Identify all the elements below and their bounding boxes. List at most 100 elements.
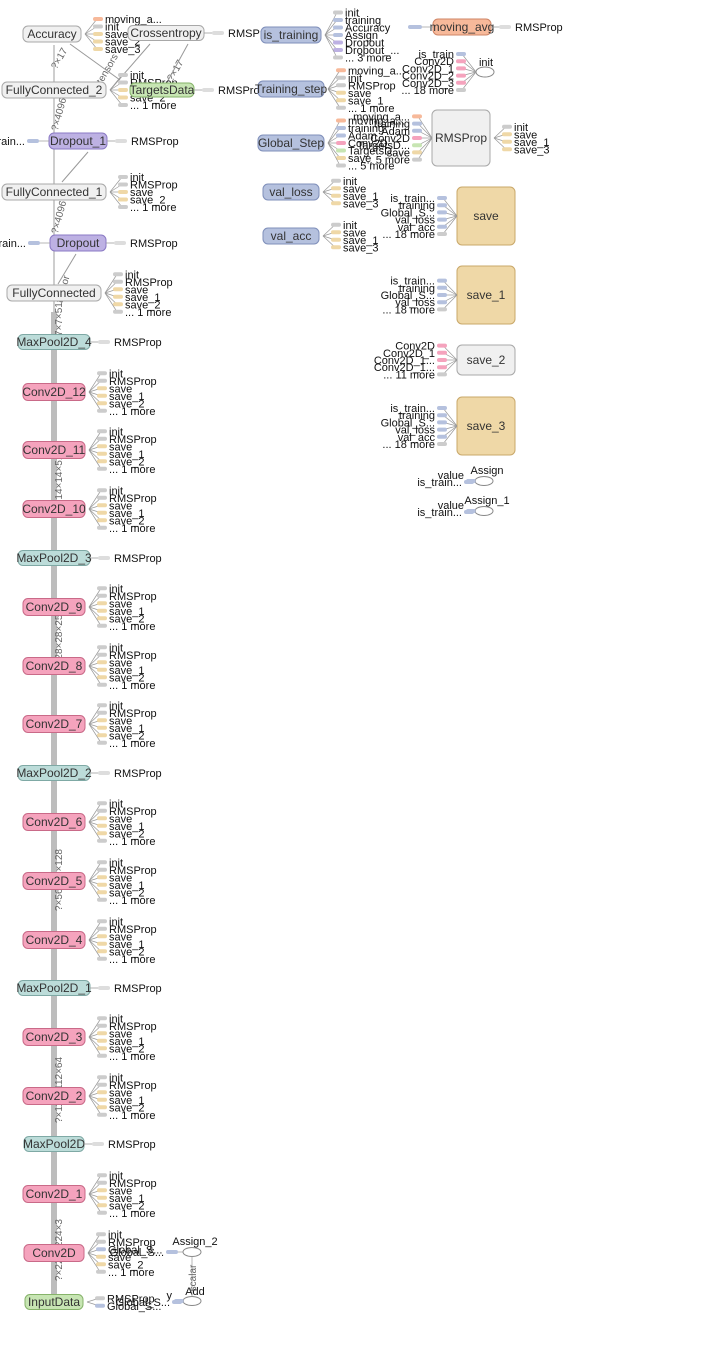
node-val-loss[interactable]: val_loss <box>262 183 320 201</box>
node-maxpool2d-4[interactable]: MaxPool2D_4 <box>16 334 92 350</box>
node-conv2d-6[interactable]: Conv2D_6 <box>22 813 86 831</box>
node-conv2d-1[interactable]: Conv2D_1 <box>22 1185 86 1203</box>
node-global-step-box[interactable] <box>257 134 325 152</box>
node-dropout-1-in-chip <box>27 139 39 143</box>
node-conv2d-5[interactable]: Conv2D_5 <box>22 872 86 890</box>
node-conv2d-12[interactable]: Conv2D_12 <box>22 383 86 401</box>
node-fullyconnected[interactable]: FullyConnected <box>6 284 102 302</box>
node-save-3-in-label-3: val_loss <box>395 425 435 437</box>
node-conv2d-10-box[interactable] <box>22 500 86 518</box>
node-conv2d-11-box[interactable] <box>22 441 86 459</box>
node-conv2d-10[interactable]: Conv2D_10 <box>22 500 86 518</box>
node-rmsprop-fan-label-0: init <box>514 122 528 134</box>
node-conv2d-4-box[interactable] <box>22 931 86 949</box>
node-assign-1[interactable] <box>474 506 494 516</box>
node-is-training-fan-chip-1 <box>333 18 343 22</box>
node-crossentropy[interactable]: Crossentropy <box>127 25 205 41</box>
node-fullyconnected-2[interactable]: FullyConnected_2 <box>1 81 107 99</box>
init-node-in-label-3: Conv2D_2 <box>402 71 454 83</box>
node-fullyconnected-1[interactable]: FullyConnected_1 <box>1 183 107 201</box>
node-conv2d-1-label: Conv2D_1 <box>26 1187 83 1201</box>
node-is-training[interactable]: is_training <box>260 26 322 44</box>
node-conv2d-1-fan-chip-0 <box>97 1173 107 1178</box>
node-fullyconnected-1-fan-label-3: save_2 <box>130 195 165 207</box>
node-fullyconnected-1-fan-line-4 <box>109 191 123 208</box>
node-conv2d-9-fan-label-5: ... 1 more <box>109 621 155 633</box>
node-val-acc-box[interactable] <box>262 227 320 245</box>
node-conv2d-7-fan-label-1: RMSProp <box>109 708 157 720</box>
node-conv2d-9-box[interactable] <box>22 598 86 616</box>
node-conv2d-4[interactable]: Conv2D_4 <box>22 931 86 949</box>
node-conv2d-box[interactable] <box>23 1244 85 1262</box>
edge-shape-label-0: ?×17 <box>49 46 70 71</box>
node-conv2d-5-label: Conv2D_5 <box>26 874 83 888</box>
node-assign[interactable] <box>474 476 494 486</box>
node-conv2d-7-box[interactable] <box>22 715 86 733</box>
node-conv2d-11-fan-label-4: save_2 <box>109 456 144 468</box>
node-is-training-box[interactable] <box>260 26 322 44</box>
node-training-step[interactable]: Training_step <box>255 80 328 98</box>
node-maxpool2d-1[interactable]: MaxPool2D_1 <box>16 980 92 996</box>
node-conv2d-11[interactable]: Conv2D_11 <box>22 441 86 459</box>
node-fullyconnected-box[interactable] <box>6 284 102 302</box>
node-conv2d-3-box[interactable] <box>22 1028 86 1046</box>
node-dropout-in-chip <box>28 241 40 245</box>
node-assign-2[interactable] <box>182 1247 202 1257</box>
node-conv2d-fan-label-1: RMSProp <box>108 1237 156 1249</box>
node-maxpool2d[interactable]: MaxPool2D <box>23 1136 85 1152</box>
node-conv2d[interactable]: Conv2D <box>23 1244 85 1262</box>
node-rmsprop-fan-chip-3 <box>502 147 512 152</box>
node-val-loss-fan-chip-2 <box>331 193 341 198</box>
node-conv2d-3-fan-chip-4 <box>97 1046 107 1051</box>
node-conv2d-12-box[interactable] <box>22 383 86 401</box>
node-training-step-box[interactable] <box>257 80 325 98</box>
node-conv2d-8[interactable]: Conv2D_8 <box>22 657 86 675</box>
node-rmsprop-in-label-5: save <box>387 147 410 159</box>
node-conv2d-4-fan-line-0 <box>88 921 102 941</box>
node-conv2d-3[interactable]: Conv2D_3 <box>22 1028 86 1046</box>
node-conv2d-2[interactable]: Conv2D_2 <box>22 1087 86 1105</box>
init-node-in-label-0: is_train <box>419 49 454 61</box>
node-maxpool2d-3[interactable]: MaxPool2D_3 <box>16 550 92 566</box>
node-inputdata[interactable]: InputData <box>24 1294 84 1310</box>
node-maxpool2d-2[interactable]: MaxPool2D_2 <box>16 765 92 781</box>
node-inputdata-box[interactable] <box>24 1294 84 1310</box>
node-targetsdata[interactable]: TargetsData <box>129 82 195 98</box>
node-is-training-fan-chip-4 <box>333 40 343 45</box>
node-val-loss-box[interactable] <box>262 183 320 201</box>
node-save-3[interactable]: save_3 <box>456 396 516 456</box>
node-conv2d-6-box[interactable] <box>22 813 86 831</box>
node-conv2d-5-box[interactable] <box>22 872 86 890</box>
node-conv2d-9-fan-line-5 <box>88 606 102 626</box>
node-maxpool2d-out-chip <box>92 1142 104 1146</box>
node-conv2d-8-box[interactable] <box>22 657 86 675</box>
node-conv2d-1-box[interactable] <box>22 1185 86 1203</box>
node-global-step[interactable]: Global_Step <box>257 134 325 152</box>
node-dropout-1-out-label: RMSProp <box>131 136 179 148</box>
node-rmsprop-in-chip-2 <box>412 128 422 133</box>
node-rmsprop[interactable]: RMSProp <box>431 109 491 167</box>
node-conv2d-10-fan-label-5: ... 1 more <box>109 523 155 535</box>
edge-accuracy-fc2 <box>69 43 121 81</box>
node-val-acc[interactable]: val_acc <box>262 227 320 245</box>
node-fullyconnected-2-fan-label-4: ... 1 more <box>130 100 176 112</box>
node-dropout-1[interactable]: Dropout_1 <box>48 132 108 150</box>
node-save[interactable]: save <box>456 186 516 246</box>
node-fullyconnected-1-box[interactable] <box>1 183 107 201</box>
node-save-1[interactable]: save_1 <box>456 265 516 325</box>
node-conv2d-2-box[interactable] <box>22 1087 86 1105</box>
init-node-in-label-1: Conv2D <box>414 56 454 68</box>
node-rmsprop-in-chip-3 <box>412 136 422 140</box>
node-moving-avg[interactable]: moving_avg <box>430 18 495 36</box>
node-save-2[interactable]: save_2 <box>456 344 516 376</box>
node-accuracy[interactable]: Accuracy <box>22 25 82 43</box>
node-fullyconnected-1-fan-chip-4 <box>118 205 128 209</box>
node-conv2d-8-fan-label-0: init <box>109 642 123 654</box>
node-conv2d-3-fan-label-4: save_2 <box>109 1043 144 1055</box>
node-conv2d-7[interactable]: Conv2D_7 <box>22 715 86 733</box>
node-fullyconnected-2-box[interactable] <box>1 81 107 99</box>
node-assign-in-label: is_train... <box>417 477 462 489</box>
node-dropout[interactable]: Dropout <box>49 234 107 252</box>
node-accuracy-box[interactable] <box>22 25 82 43</box>
node-conv2d-9[interactable]: Conv2D_9 <box>22 598 86 616</box>
